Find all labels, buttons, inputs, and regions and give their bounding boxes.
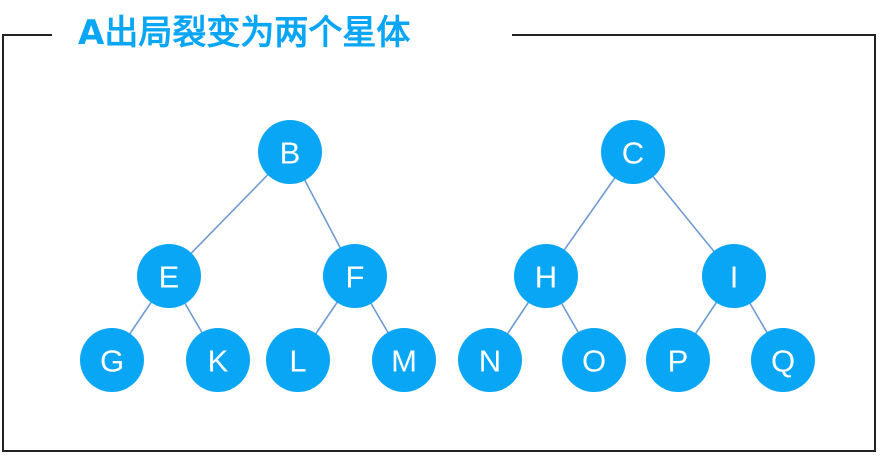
node-circle — [601, 120, 665, 184]
node-circle — [137, 244, 201, 308]
node-label: E — [159, 260, 180, 295]
node-label: H — [535, 260, 557, 295]
node-label: K — [208, 344, 229, 379]
node-label: O — [582, 344, 606, 379]
node-o: O — [562, 328, 626, 392]
node-circle — [323, 244, 387, 308]
node-circle — [80, 328, 144, 392]
nodes-layer: B C E F H I G K L M N O P Q — [80, 120, 815, 392]
title-background — [52, 10, 512, 58]
node-label: B — [280, 136, 301, 171]
node-circle — [372, 328, 436, 392]
node-circle — [258, 120, 322, 184]
node-circle — [514, 244, 578, 308]
node-k: K — [186, 328, 250, 392]
node-n: N — [458, 328, 522, 392]
node-m: M — [372, 328, 436, 392]
node-b: B — [258, 120, 322, 184]
node-label: Q — [771, 344, 795, 379]
node-label: C — [622, 136, 644, 171]
diagram-title: A出局裂变为两个星体 — [78, 13, 411, 53]
node-i: I — [702, 244, 766, 308]
node-f: F — [323, 244, 387, 308]
node-circle — [646, 328, 710, 392]
node-h: H — [514, 244, 578, 308]
node-p: P — [646, 328, 710, 392]
node-circle — [186, 328, 250, 392]
node-circle — [562, 328, 626, 392]
node-label: P — [668, 344, 689, 379]
node-g: G — [80, 328, 144, 392]
node-circle — [751, 328, 815, 392]
node-c: C — [601, 120, 665, 184]
node-label: M — [391, 344, 417, 379]
node-label: F — [346, 260, 365, 295]
node-label: L — [289, 344, 306, 379]
node-q: Q — [751, 328, 815, 392]
node-circle — [702, 244, 766, 308]
node-circle — [458, 328, 522, 392]
node-l: L — [266, 328, 330, 392]
node-label: I — [730, 260, 739, 295]
node-e: E — [137, 244, 201, 308]
node-label: G — [100, 344, 124, 379]
node-label: N — [479, 344, 501, 379]
node-circle — [266, 328, 330, 392]
